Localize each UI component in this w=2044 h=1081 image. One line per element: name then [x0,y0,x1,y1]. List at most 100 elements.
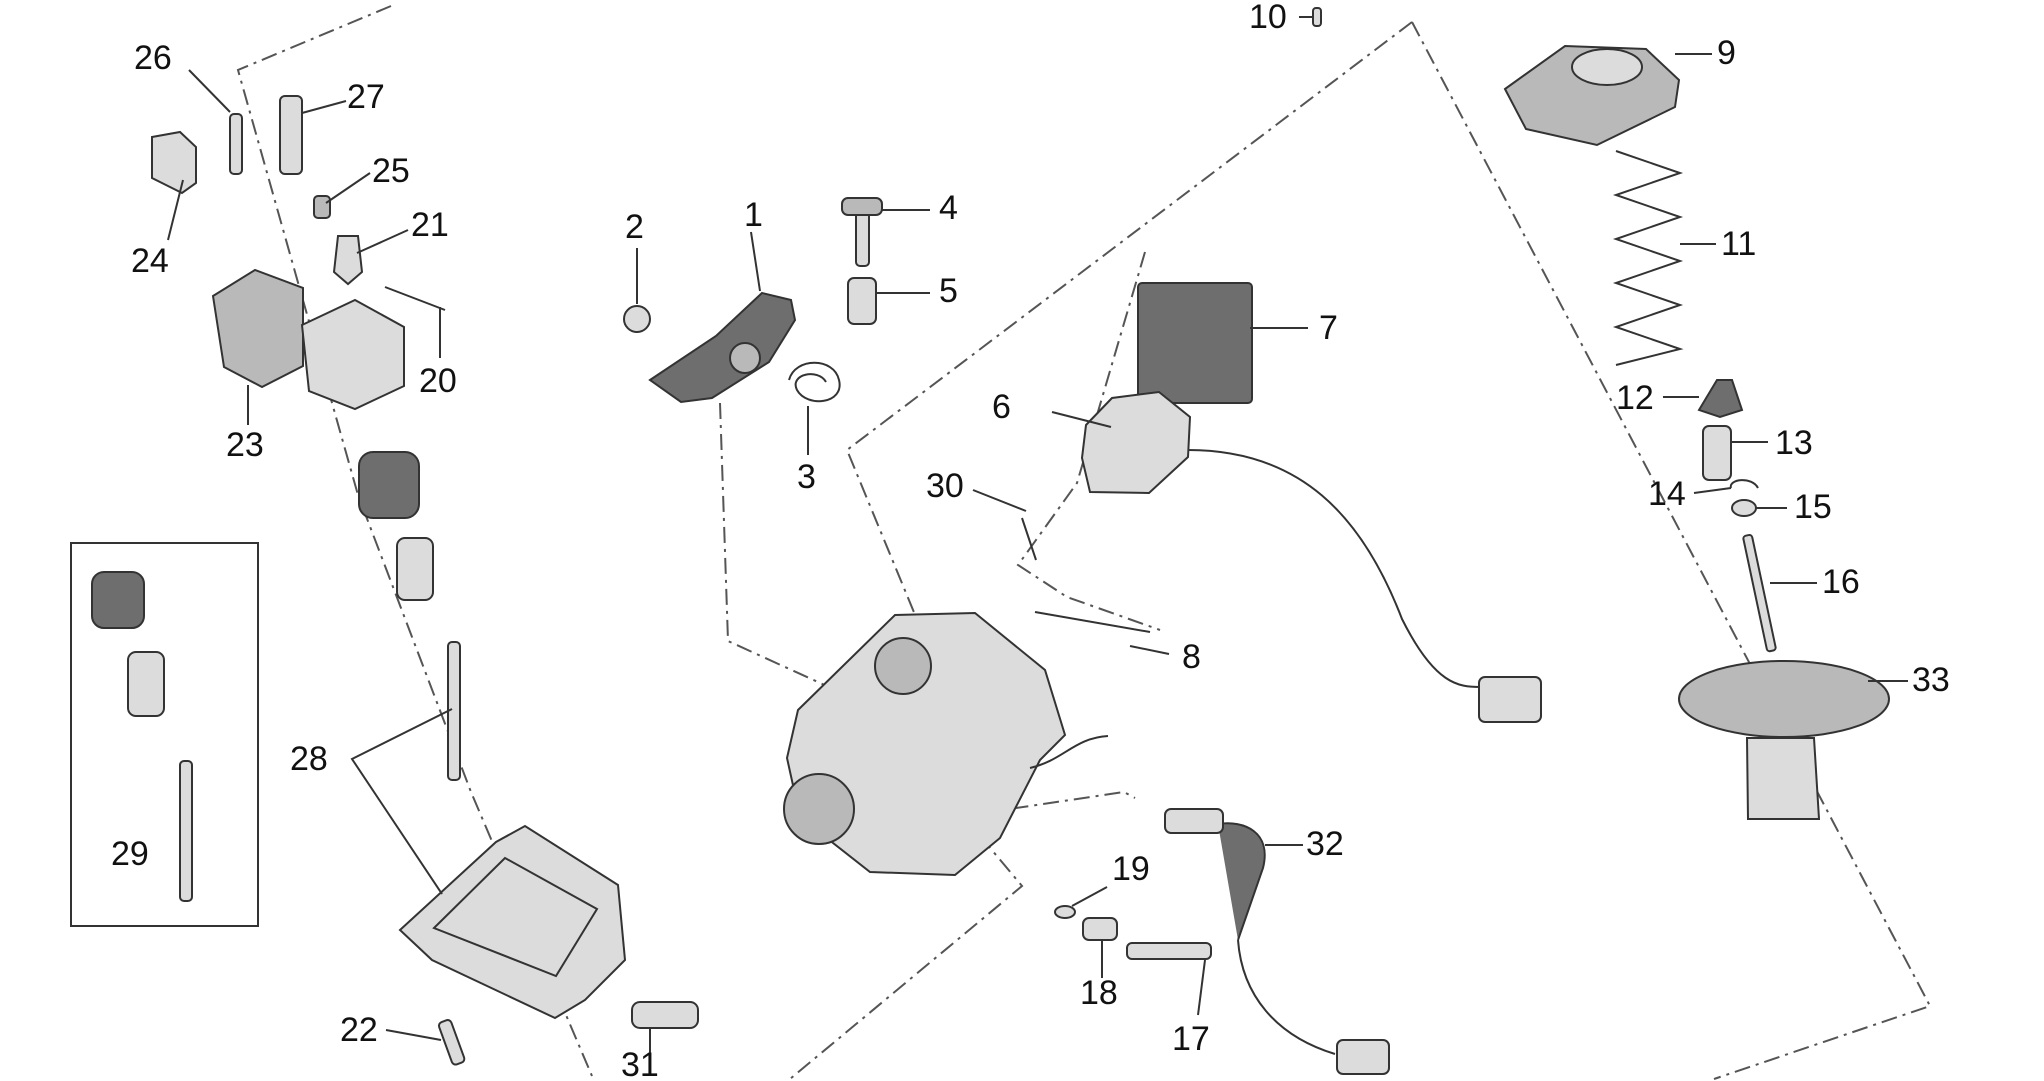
part-shape-11 [1612,150,1684,366]
part-shape-bowl [398,824,627,1020]
part-shape-23 [211,268,304,389]
part-shape-bowl-inner [432,856,599,978]
kit-29-frame [70,542,259,927]
callout-32: 32 [1306,825,1344,863]
leader-25 [325,172,371,204]
callout-7: 7 [1319,309,1338,347]
part-shape-29-boot [91,571,145,629]
callout-25: 25 [372,152,410,190]
part-shape-boot-left [358,451,420,519]
part-shape-27 [279,95,303,175]
callout-2: 2 [625,208,644,246]
callout-24: 24 [131,242,169,280]
part-shape-26 [229,113,243,175]
part-shape-25 [313,195,331,219]
callout-9: 9 [1717,34,1736,72]
part-shape-20 [384,286,446,311]
part-shape-17 [1126,942,1212,960]
part-shape-6-connector [1478,676,1542,723]
part-shape-9-top [1571,48,1643,86]
callout-13: 13 [1775,424,1813,462]
part-shape-13 [1702,425,1732,481]
part-shape-6 [1080,390,1192,495]
leader-1 [750,231,761,292]
leader-26 [188,69,231,113]
part-shape-4-head [841,197,883,216]
part-shape-2 [623,305,651,333]
part-shape-30 [1021,517,1037,561]
part-shape-1 [648,291,797,404]
leader-lines [167,16,1908,1058]
callout-14: 14 [1648,475,1686,513]
callout-15: 15 [1794,488,1832,526]
part-shape-15 [1731,499,1757,517]
part-shape-spring-left [396,537,434,601]
callout-5: 5 [939,272,958,310]
part-shape-4 [855,207,870,267]
callout-21: 21 [411,206,449,244]
callout-10: 10 [1249,0,1287,36]
callout-11: 11 [1721,225,1756,263]
part-shape-3 [788,361,841,403]
leader-19 [1071,886,1108,907]
leader-30 [972,489,1027,512]
callout-16: 16 [1822,563,1860,601]
part-shape-32-terminal [1336,1039,1390,1075]
callout-labels: 1 2 3 4 5 6 7 8 9 10 11 12 13 14 15 16 1… [111,0,1950,1081]
callout-22: 22 [340,1011,378,1049]
part-shape-19 [1054,905,1076,919]
part-shape-32 [1217,822,1266,941]
callout-20: 20 [419,362,457,400]
part-shape-10 [1312,7,1322,27]
part-shape-carb-throat [783,773,855,845]
callout-6: 6 [992,388,1011,426]
callout-27: 27 [347,78,385,116]
part-shapes [91,7,1890,1075]
part-shape-carb-top [874,637,932,695]
callout-29: 29 [111,835,149,873]
leader-21 [356,229,409,254]
part-shape-33 [1678,660,1890,738]
callout-4: 4 [939,189,958,227]
callout-17: 17 [1172,1020,1210,1058]
leader-22 [385,1029,442,1041]
part-shape-22 [437,1019,466,1066]
leader-8 [1129,645,1170,655]
part-shape-1-pivot [729,342,761,374]
callout-31: 31 [621,1046,659,1081]
part-shape-8 [1034,611,1151,633]
callout-28: 28 [290,740,328,778]
callout-23: 23 [226,426,264,464]
part-shape-6-cable [1187,449,1481,688]
part-shape-7 [1137,282,1253,404]
part-shape-31 [631,1001,699,1029]
part-shape-32-lead [1237,939,1336,1055]
callout-18: 18 [1080,974,1118,1012]
part-shape-32-plug [1164,808,1224,834]
part-shape-24 [151,130,197,195]
callout-33: 33 [1912,661,1950,699]
part-shape-33-piston [1745,737,1821,820]
leader-17 [1197,959,1206,1016]
callout-8: 8 [1182,638,1201,676]
part-shape-16 [1742,534,1777,653]
leader-28 [350,708,453,895]
callout-30: 30 [926,467,964,505]
callout-3: 3 [797,458,816,496]
part-shape-12 [1697,379,1744,419]
leader-6 [1051,411,1112,428]
leader-14 [1693,487,1732,494]
part-shape-29-spring [127,651,165,717]
callout-12: 12 [1616,379,1654,417]
part-shape-18 [1082,917,1118,941]
part-shape-23b [300,298,405,411]
part-shape-21 [332,235,364,286]
part-shape-29-needle [179,760,193,902]
part-shape-carb-hose [1029,735,1109,769]
leader-24 [167,179,184,241]
leader-27 [301,100,347,114]
part-shape-5 [847,277,877,325]
callout-1: 1 [744,196,763,234]
callout-26: 26 [134,39,172,77]
